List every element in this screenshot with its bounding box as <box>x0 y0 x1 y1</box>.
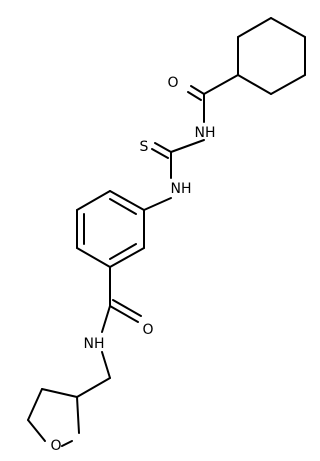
chemical-structure: O NH S NH O NH O <box>27 17 306 454</box>
aniline-nh-label: NH <box>171 181 192 197</box>
imide-nh-label: NH <box>195 125 216 141</box>
tetrahydrofuran-ring <box>27 388 80 447</box>
benzene-ring <box>76 190 145 268</box>
amide-oxygen-label: O <box>142 322 153 338</box>
carbonyl-oxygen-label: O <box>167 75 178 91</box>
thiourea-bonds <box>143 139 205 211</box>
thf-oxygen-label: O <box>50 438 61 454</box>
amide-nh-label: NH <box>84 336 105 352</box>
thione-sulfur-label: S <box>140 139 149 155</box>
cyclohexyl-ring <box>237 17 306 95</box>
cyclohexanecarbonyl-bonds <box>187 74 239 123</box>
amide-bonds <box>76 266 142 398</box>
